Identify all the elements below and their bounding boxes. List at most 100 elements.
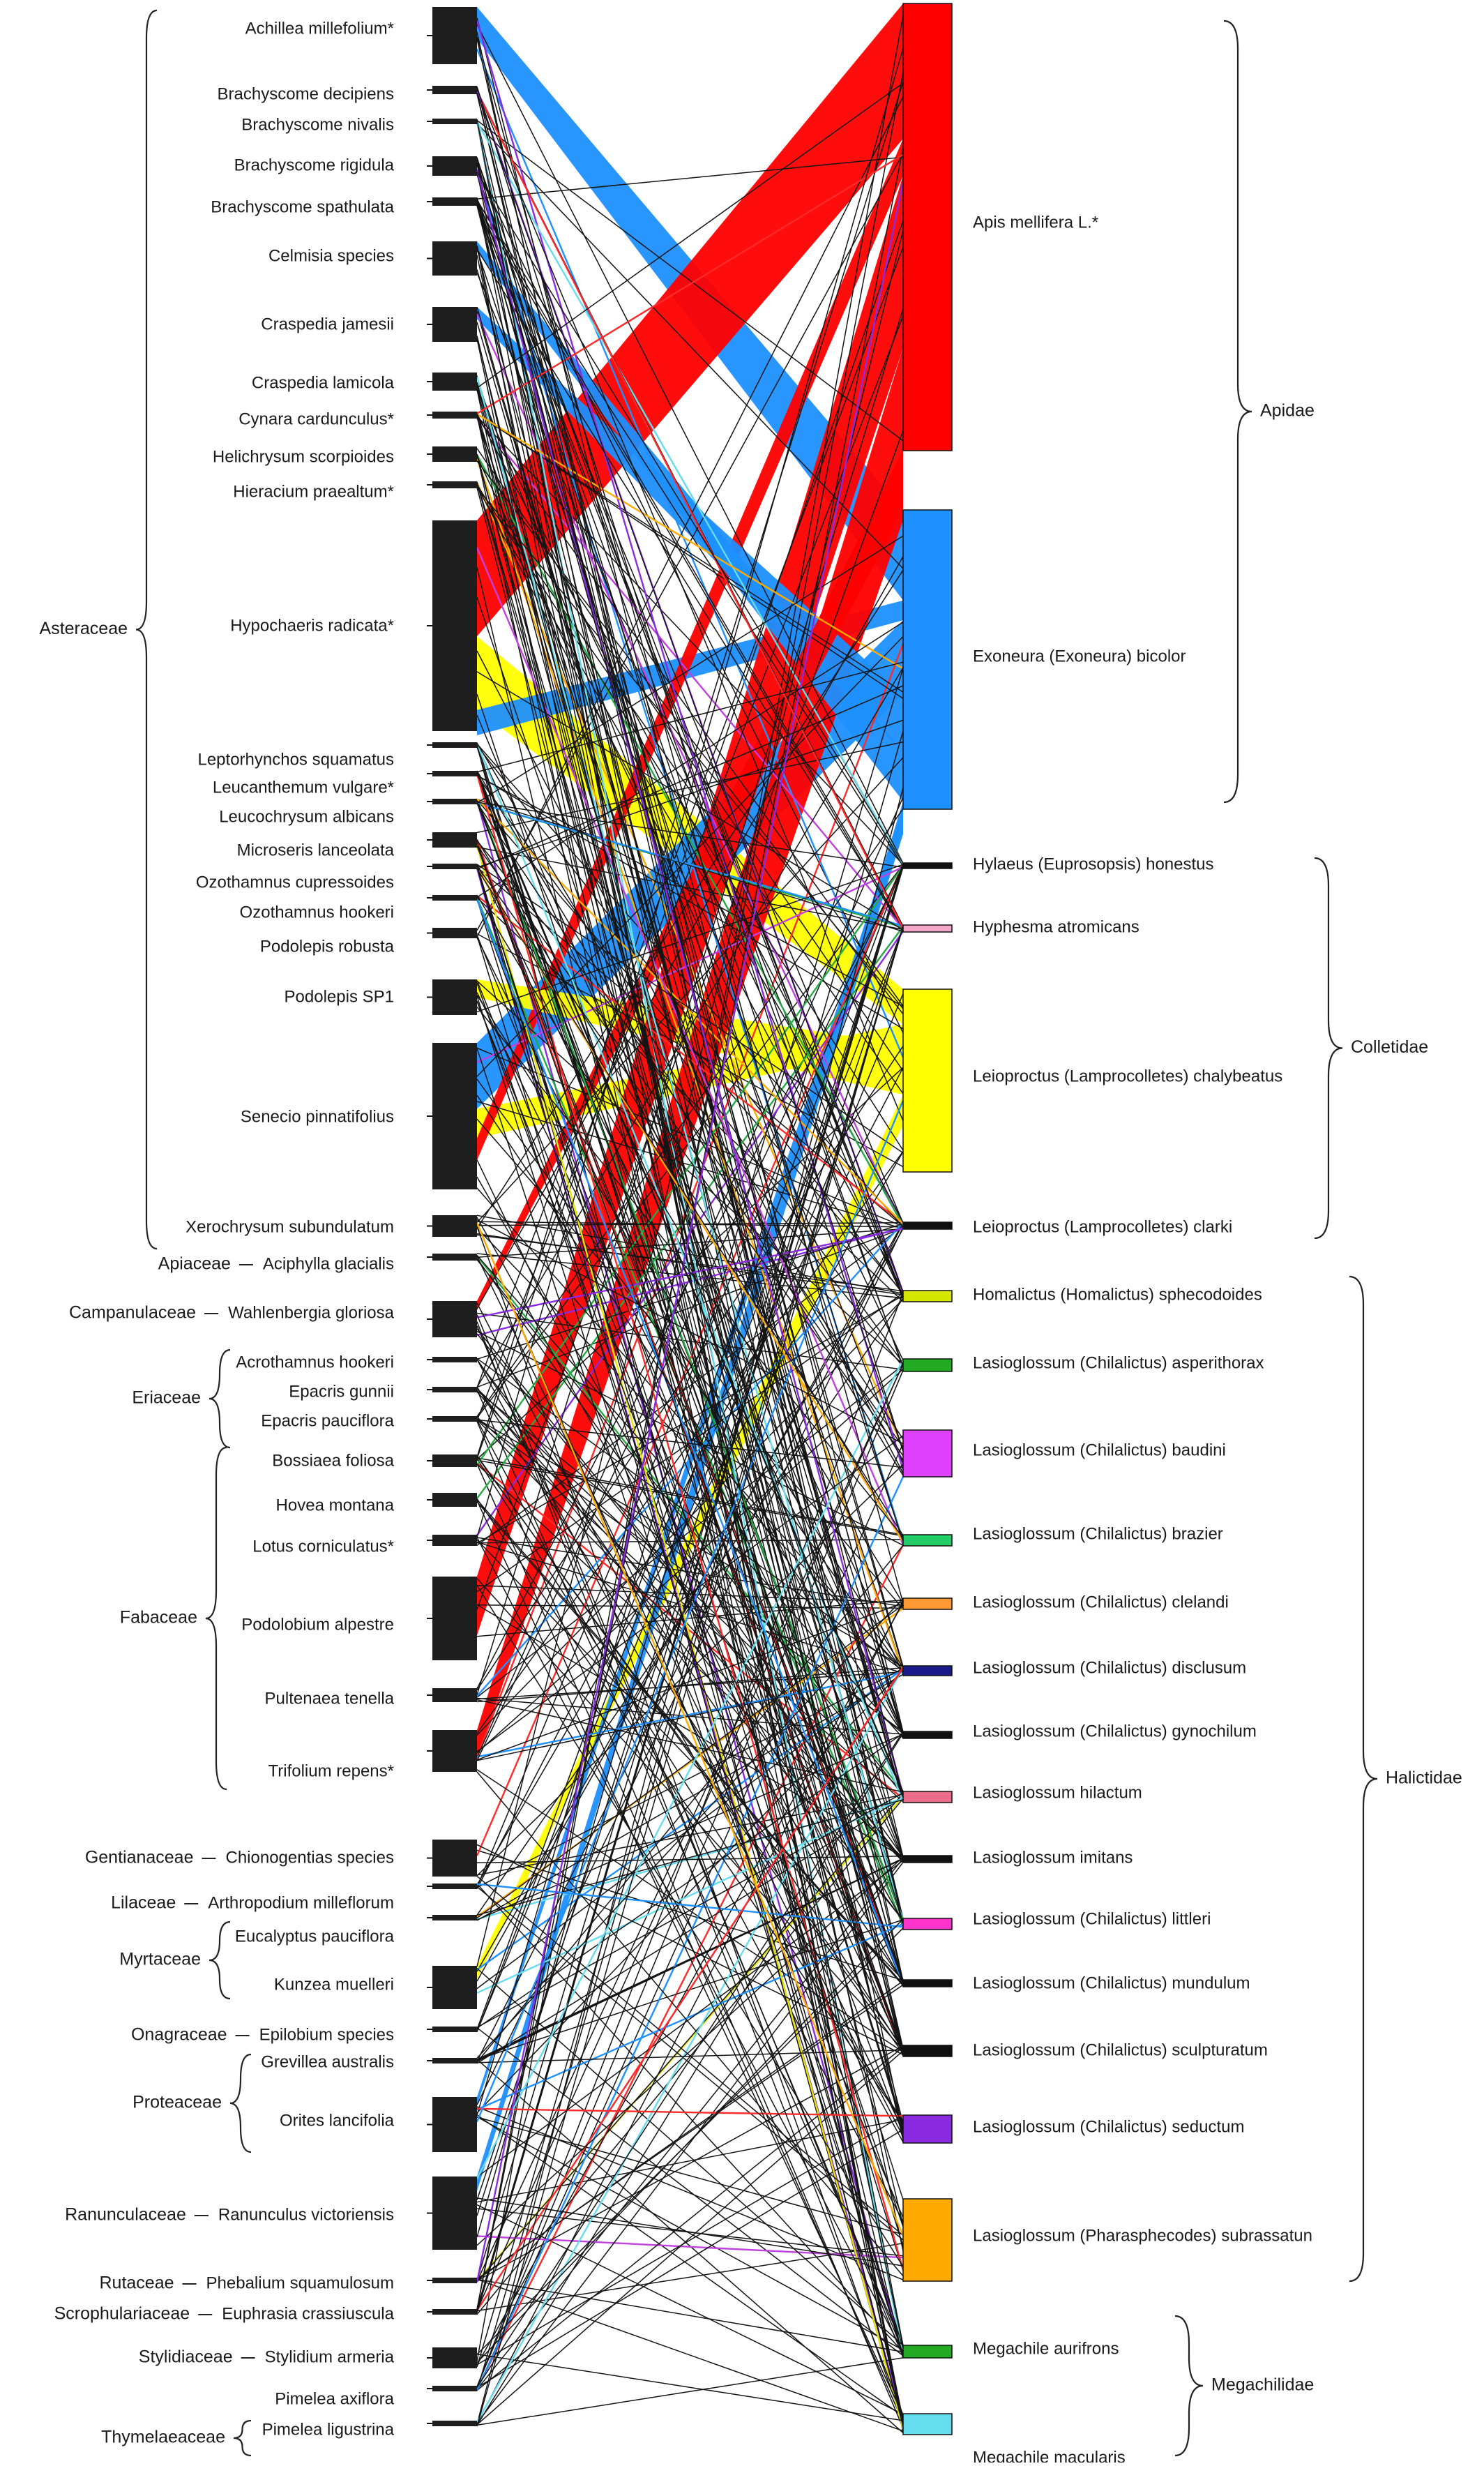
pollinator-label: Leioproctus (Lamprocolletes) chalybeatus	[973, 1067, 1282, 1085]
plant-hovea-montana: Hovea montana	[276, 1493, 477, 1514]
link-line	[476, 1222, 904, 2236]
plant-leucanthemum-vulgare: Leucanthemum vulgare*	[213, 771, 477, 797]
pollinator-family-label: Megachilidae	[1211, 2375, 1314, 2395]
plant-label: Hypochaeris radicata*	[230, 616, 394, 635]
pollinator-label: Apis mellifera L.*	[973, 213, 1098, 232]
pollinator-lasioglossum-chilalictus-asperithorax: Lasioglossum (Chilalictus) asperithorax	[902, 1353, 1264, 1372]
link-line	[476, 864, 904, 1013]
link-line	[476, 456, 904, 1361]
plant-brachyscome-nivalis: Brachyscome nivalis	[241, 115, 477, 134]
link-line	[476, 1151, 904, 1886]
link-line	[476, 121, 904, 865]
plant-grevillea-australis: Grevillea australis	[261, 2052, 477, 2071]
link-line	[476, 1539, 904, 1980]
link-line	[476, 802, 904, 869]
link-line	[476, 315, 904, 1421]
plant-block	[432, 520, 477, 731]
link-line	[476, 1217, 904, 1984]
link-line	[476, 798, 904, 1920]
link-line	[476, 842, 904, 2056]
plant-label: Leptorhynchos squamatus	[197, 750, 394, 769]
pollinator-lasioglossum-chilalictus-mundulum: Lasioglossum (Chilalictus) mundulum	[902, 1973, 1250, 1992]
link-line	[476, 2106, 904, 2280]
link-line	[476, 1856, 904, 1863]
plant-label: Pimelea ligustrina	[262, 2420, 395, 2439]
plant-family-onagraceae: Onagraceae	[131, 2025, 250, 2045]
link-line	[476, 1443, 904, 2391]
pollinator-lasioglossum-chilalictus-sculpturatum: Lasioglossum (Chilalictus) sculpturatum	[902, 2040, 1268, 2059]
link-line	[476, 1856, 904, 2246]
plant-label: Brachyscome nivalis	[241, 115, 394, 134]
family-brace	[1314, 857, 1343, 1240]
plant-family-label: Fabaceae	[120, 1608, 197, 1627]
link-line	[476, 416, 904, 1007]
plant-block	[432, 197, 477, 206]
pollinator-block	[902, 1534, 953, 1547]
link-line	[476, 2357, 904, 2426]
link-line	[476, 1455, 904, 2054]
plant-trifolium-repens: Trifolium repens*	[268, 1730, 477, 1780]
link-line	[476, 1883, 904, 1928]
pollinator-block	[902, 2413, 953, 2435]
link-line	[476, 458, 904, 1673]
plant-block	[432, 2097, 477, 2152]
plant-block	[432, 412, 477, 419]
plant-label: Kunzea muelleri	[274, 1975, 394, 1994]
link-line	[476, 169, 904, 1796]
plant-block	[432, 2309, 477, 2315]
pollinator-block	[902, 1731, 953, 1739]
plant-block	[432, 2421, 477, 2426]
plant-family-campanulaceae: Campanulaceae	[69, 1303, 219, 1323]
link-line	[476, 1419, 904, 2222]
link-line	[476, 1886, 904, 2241]
plant-block	[432, 373, 477, 391]
plant-block	[432, 864, 477, 869]
plant-label: Craspedia jamesii	[261, 315, 394, 333]
plant-block	[432, 1493, 477, 1507]
link-line	[476, 864, 904, 1736]
pollinator-lasioglossum-chilalictus-littleri: Lasioglossum (Chilalictus) littleri	[902, 1909, 1211, 1930]
link-line	[476, 774, 904, 1007]
link-line	[476, 47, 904, 1538]
plant-block	[432, 7, 477, 64]
plant-block	[432, 307, 477, 342]
link-line	[476, 1000, 904, 2135]
pollinator-block	[902, 2345, 953, 2359]
link-line	[476, 808, 904, 1417]
plant-family-label: Proteaceae	[132, 2093, 222, 2112]
plant-epacris-gunnii: Epacris gunnii	[289, 1382, 477, 1401]
plant-label: Microseris lanceolata	[237, 841, 395, 859]
plant-pimelea-axiflora: Pimelea axiflora	[275, 2386, 477, 2408]
link-line	[476, 1858, 904, 2062]
family-brace	[1223, 20, 1252, 804]
link-line	[476, 2027, 904, 2356]
link-line	[476, 622, 904, 898]
link-line	[476, 802, 904, 927]
link-line	[476, 1797, 904, 1994]
link-line	[476, 1369, 904, 1754]
plant-family-label: Stylidiaceae	[139, 2347, 233, 2367]
pollinator-block	[902, 988, 953, 1173]
link-line	[476, 1435, 904, 1752]
link-line	[476, 569, 904, 1229]
plant-block	[432, 1730, 477, 1772]
link-line	[476, 845, 904, 1448]
link-line	[476, 770, 904, 1476]
link-line	[476, 1731, 904, 2388]
link-line	[476, 2116, 904, 2351]
plant-block	[432, 2058, 477, 2063]
plant-leptorhynchos-squamatus: Leptorhynchos squamatus	[197, 742, 477, 769]
link-line	[476, 1363, 904, 2311]
link-line	[476, 388, 904, 2056]
pollinator-block	[902, 509, 953, 810]
pollinator-label: Exoneura (Exoneura) bicolor	[973, 647, 1186, 666]
plant-phebalium-squamulosum: Phebalium squamulosum	[206, 2273, 477, 2292]
plant-family-label: Myrtaceae	[119, 1950, 201, 1969]
plant-microseris-lanceolata: Microseris lanceolata	[237, 832, 477, 859]
plant-block	[432, 771, 477, 776]
link-line	[476, 1187, 904, 1674]
plant-hieracium-praealtum: Hieracium praealtum*	[233, 481, 477, 501]
pollinator-label: Lasioglossum imitans	[973, 1848, 1133, 1867]
pollinator-label: Lasioglossum (Chilalictus) gynochilum	[973, 1722, 1257, 1741]
plant-family-rutaceae: Rutaceae	[99, 2273, 197, 2293]
